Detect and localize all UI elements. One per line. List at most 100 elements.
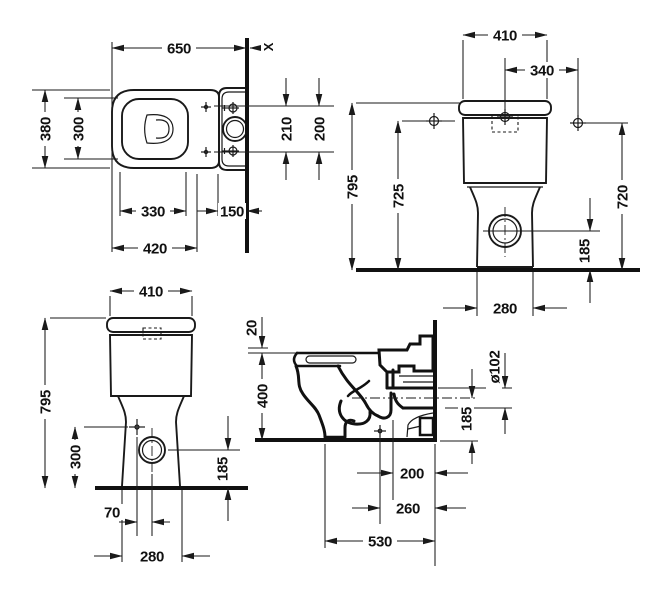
svg-text:70: 70 — [104, 505, 120, 522]
cistern-plan-inner — [221, 91, 247, 167]
cistern-body — [109, 334, 193, 397]
inlet-dashed-box — [142, 327, 162, 340]
plan-extension-lines — [32, 42, 334, 252]
svg-text:260: 260 — [396, 501, 420, 518]
svg-text:X: X — [261, 42, 276, 51]
svg-text:400: 400 — [255, 384, 272, 408]
trap-weir — [346, 379, 371, 398]
svg-text:340: 340 — [530, 63, 554, 80]
svg-text:330: 330 — [141, 204, 165, 221]
seat-front — [292, 351, 342, 368]
svg-text:200: 200 — [312, 117, 329, 141]
dim-label-260: 260 — [391, 500, 425, 518]
fixing-crosshair-right — [570, 115, 586, 131]
fixing-crosshair — [374, 425, 386, 437]
svg-text:185: 185 — [215, 457, 232, 481]
dim-label-280-front: 280 — [488, 300, 522, 318]
dim-label-300-rear: 300 — [67, 440, 85, 474]
dim-label-200-side: 200 — [395, 465, 429, 483]
seat-inner-line — [305, 355, 357, 364]
dim-label-185-rear: 185 — [214, 452, 232, 486]
dim-label-650: 650 — [162, 40, 196, 58]
cistern-lid — [106, 317, 196, 333]
svg-text:20: 20 — [244, 320, 261, 336]
outlet-pipe — [385, 386, 435, 410]
svg-text:420: 420 — [143, 241, 167, 258]
flush-channel — [385, 368, 395, 390]
cistern-plan — [218, 87, 247, 171]
dim-label-725: 725 — [390, 179, 408, 213]
cistern-body — [462, 117, 548, 184]
dim-label-410: 410 — [488, 27, 522, 45]
pedestal-left — [469, 186, 479, 268]
svg-text:210: 210 — [279, 117, 296, 141]
svg-text:280: 280 — [493, 301, 517, 318]
svg-text:795: 795 — [345, 175, 362, 199]
svg-text:720: 720 — [615, 185, 632, 209]
cistern-base-section — [377, 334, 435, 374]
dim-label-dia102: ø102 — [486, 344, 504, 390]
dim-label-720: 720 — [614, 180, 632, 214]
dim-label-410-rear: 410 — [134, 283, 168, 301]
bowl-inner-front — [336, 364, 380, 418]
rear-dimensions — [41, 287, 240, 562]
dim-label-420: 420 — [138, 240, 172, 258]
rear-view: 410 795 300 185 70 280 — [37, 283, 248, 566]
plan-view: 650 X 380 300 210 200 330 150 420 — [32, 38, 334, 258]
svg-text:410: 410 — [493, 28, 517, 45]
svg-text:650: 650 — [167, 41, 191, 58]
dim-label-200: 200 — [311, 112, 329, 146]
svg-text:380: 380 — [38, 117, 55, 141]
svg-text:280: 280 — [140, 549, 164, 566]
svg-text:795: 795 — [38, 390, 55, 414]
bowl-front-wall — [294, 364, 327, 439]
water-outline-inner — [155, 119, 170, 139]
front-extension-lines — [356, 40, 628, 316]
dim-label-340: 340 — [525, 62, 559, 80]
seat-opening — [121, 98, 189, 160]
svg-text:300: 300 — [71, 117, 88, 141]
bowl-outline — [111, 89, 220, 169]
cistern-fixing-hole-bottom — [222, 145, 239, 157]
dim-label-300: 300 — [70, 112, 88, 146]
dim-label-210: 210 — [278, 112, 296, 146]
svg-text:150: 150 — [220, 204, 244, 221]
dim-label-795: 795 — [344, 170, 362, 204]
front-dimensions — [348, 31, 628, 316]
dim-label-795-rear: 795 — [37, 385, 55, 419]
cistern-fixing-hole-top — [222, 102, 239, 114]
dim-label-400: 400 — [254, 379, 272, 413]
outlet-box — [418, 416, 435, 437]
svg-text:ø102: ø102 — [487, 351, 504, 384]
dim-label-wall-x: X — [261, 39, 276, 55]
svg-text:200: 200 — [400, 466, 424, 483]
dim-label-185-side: 185 — [458, 402, 476, 436]
dim-label-280-rear: 280 — [135, 548, 169, 566]
water-outline — [144, 114, 174, 144]
seat-hinge-hole-top — [201, 102, 211, 112]
dim-label-380: 380 — [37, 112, 55, 146]
side-fixture — [255, 320, 478, 442]
trap-bowl — [337, 399, 372, 426]
svg-text:185: 185 — [459, 407, 476, 431]
side-section-view: 20 400 ø102 185 200 260 530 — [243, 316, 512, 566]
svg-text:725: 725 — [391, 184, 408, 208]
pedestal-right — [531, 186, 541, 268]
dim-label-185-front: 185 — [576, 234, 594, 268]
plan-fixture — [111, 38, 249, 253]
dim-label-330: 330 — [136, 203, 170, 221]
trap-riser — [376, 391, 393, 420]
dim-label-20: 20 — [243, 316, 261, 340]
svg-text:300: 300 — [68, 445, 85, 469]
seat-hinge-hole-bottom — [201, 147, 211, 157]
fixing-crosshair — [129, 419, 145, 435]
dim-label-70: 70 — [100, 504, 124, 522]
svg-text:410: 410 — [139, 284, 163, 301]
rear-fixture — [95, 317, 248, 490]
plan-dimensions — [32, 42, 334, 252]
dim-label-530: 530 — [363, 533, 397, 551]
flush-button-inner — [225, 119, 245, 139]
pedestal-left — [117, 395, 127, 487]
